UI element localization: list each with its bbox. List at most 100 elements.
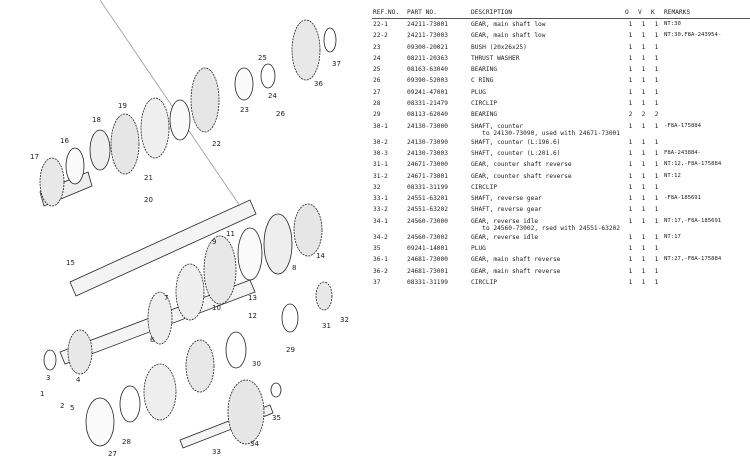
cell-qty-1: 1 (628, 183, 633, 191)
cell-ref-no: 24 (373, 54, 381, 62)
cell-qty-3: 1 (654, 88, 659, 96)
cell-remarks: NT:12,-F8A-175884 (664, 161, 722, 168)
cell-qty-1: 1 (628, 122, 633, 130)
cell-description: CIRCLIP (471, 100, 498, 108)
cell-description: PLUG (471, 88, 486, 96)
cell-remarks: NT:27,-F8A-175884 (664, 256, 722, 263)
cell-qty-2: 1 (641, 32, 646, 40)
cell-ref-no: 33-2 (373, 206, 388, 214)
cell-qty-1: 1 (628, 217, 633, 225)
cell-qty-1: 2 (628, 111, 633, 119)
callout-8: 8 (292, 264, 296, 272)
cell-part-no: 08331-31199 (407, 278, 448, 286)
cell-ref-no: 37 (373, 278, 381, 286)
cell-ref-no: 34-1 (373, 217, 388, 225)
header-ref-no: REF.NO. (372, 8, 406, 19)
cell-qty-3: 1 (654, 278, 659, 286)
cell-description: GEAR, main shaft reverse (471, 256, 561, 264)
cell-qty-1: 1 (628, 149, 633, 157)
cell-description: GEAR, counter shaft reverse (471, 161, 572, 169)
cell-qty-2: 1 (641, 21, 646, 28)
cell-remarks (663, 42, 750, 53)
cell-part-no: 09390-52003 (407, 77, 448, 85)
cell-qty-2: 1 (641, 245, 646, 253)
callout-14: 14 (316, 252, 325, 260)
cell-qty-2: 1 (641, 161, 646, 169)
cell-remarks (663, 266, 750, 277)
callout-17: 17 (30, 153, 39, 161)
callout-5: 5 (70, 404, 74, 412)
cell-description: CIRCLIP (471, 278, 498, 286)
cell-remarks: -F8A-185691 (664, 195, 702, 202)
cell-qty-3: 1 (654, 172, 659, 180)
cell-part-no: 24130-73090 (407, 138, 448, 146)
callout-16: 16 (60, 137, 69, 145)
cell-qty-2: 1 (641, 233, 646, 241)
callout-15: 15 (66, 259, 75, 267)
cell-qty-3: 1 (654, 138, 659, 146)
callout-27: 27 (108, 450, 117, 458)
cell-ref-no: 26 (373, 77, 381, 85)
callout-24: 24 (268, 92, 277, 100)
cell-qty-2: 1 (641, 122, 646, 130)
cell-qty-3: 2 (654, 111, 659, 119)
cell-qty-2: 1 (641, 267, 646, 275)
cell-qty-3: 1 (654, 217, 659, 225)
cell-qty-1: 1 (628, 100, 633, 108)
cell-qty-3: 1 (654, 122, 659, 130)
cell-description: GEAR, main shaft low (471, 32, 546, 40)
callout-11: 11 (226, 230, 235, 238)
cell-ref-no: 22-1 (373, 21, 388, 28)
cell-remarks (663, 277, 750, 288)
cell-remarks: F8A-243884- (664, 149, 702, 156)
cell-description: GEAR, counter shaft reverse (471, 172, 572, 180)
callout-4: 4 (76, 376, 81, 384)
cell-remarks (663, 53, 750, 64)
cell-qty-1: 1 (628, 43, 633, 51)
cell-qty-2: 1 (641, 195, 646, 203)
header-qty-1: O (624, 8, 637, 19)
cell-qty-2: 1 (641, 100, 646, 108)
cell-qty-2: 1 (641, 183, 646, 191)
cell-qty-3: 1 (654, 43, 659, 51)
cell-description: SHAFT, reverse gear (471, 195, 542, 203)
callout-28: 28 (122, 438, 131, 446)
callout-25: 25 (258, 54, 267, 62)
cell-description: GEAR, main shaft low (471, 21, 546, 28)
cell-ref-no: 23 (373, 43, 381, 51)
header-description: DESCRIPTION (470, 8, 624, 19)
callout-20: 20 (144, 196, 153, 204)
cell-ref-no: 31-2 (373, 172, 388, 180)
cell-part-no: 09241-47001 (407, 88, 448, 96)
callout-6: 6 (150, 336, 155, 344)
cell-part-no: 09241-14001 (407, 245, 448, 253)
cell-part-no: 24560-73000 (407, 217, 448, 225)
cell-qty-1: 1 (628, 21, 633, 28)
callout-33: 33 (212, 448, 221, 456)
cell-part-no: 24681-73000 (407, 256, 448, 264)
cell-description: BUSH (20x26x25) (471, 43, 527, 51)
cell-part-no: 08113-62040 (407, 111, 448, 119)
cell-description: GEAR, main shaft reverse (471, 267, 561, 275)
cell-qty-1: 1 (628, 138, 633, 146)
cell-ref-no: 33-1 (373, 195, 388, 203)
cell-qty-3: 1 (654, 245, 659, 253)
callout-32: 32 (340, 316, 349, 324)
cell-qty-2: 1 (641, 149, 646, 157)
callout-2: 2 (60, 402, 64, 410)
cell-qty-1: 1 (628, 256, 633, 264)
